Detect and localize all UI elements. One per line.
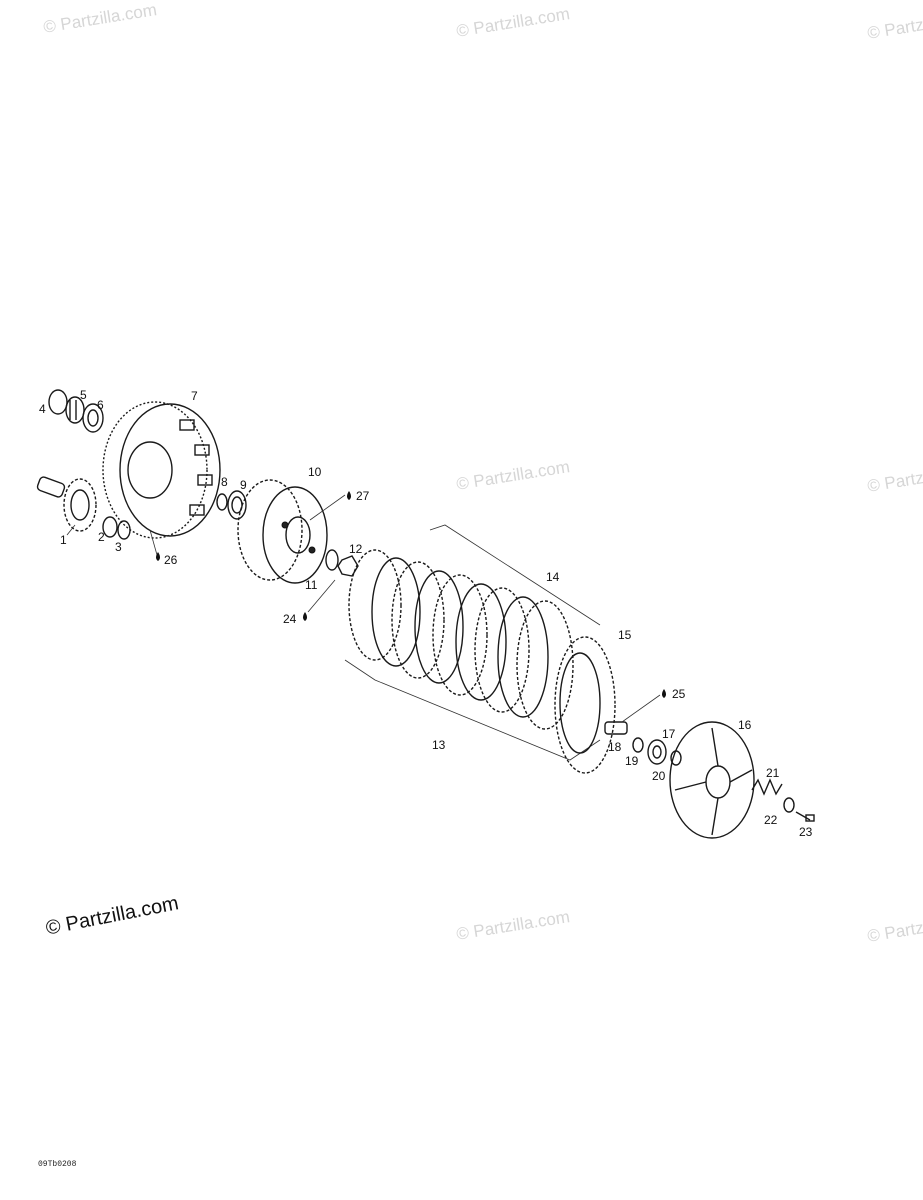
callout-10: 10 [308,465,322,479]
callout-19: 19 [625,754,639,768]
part-1-primary-gear[interactable] [63,478,97,532]
callout-27: 27 [356,489,370,503]
part-7-clutch-housing[interactable] [102,401,221,539]
callout-3: 3 [115,540,122,554]
shaft-stub [36,476,66,498]
callout-26: 26 [164,553,178,567]
callout-15: 15 [618,628,632,642]
plate-group-bracket [344,524,601,761]
part-15-pressure-plate[interactable] [554,636,616,774]
oil-drop-icon [347,491,351,500]
part-14-steel-plates[interactable] [371,557,549,718]
oil-drop-icon [303,612,307,621]
part-12-hub-nut[interactable] [337,555,359,577]
callout-6: 6 [97,398,104,412]
callout-9: 9 [240,478,247,492]
callout-25: 25 [672,687,686,701]
part-9-washer[interactable] [227,490,247,520]
callout-17: 17 [662,727,676,741]
document-code: 09Tb0208 [38,1160,77,1169]
part-11-lock-washer[interactable] [325,549,339,571]
oil-drop-icon [156,552,160,561]
part-16-cover-plate[interactable] [669,721,755,839]
part-23-bolt[interactable] [795,811,815,822]
leader-lines [66,494,661,723]
callout-2: 2 [98,530,105,544]
callout-20: 20 [652,769,666,783]
callout-14: 14 [546,570,560,584]
part-6-bushing[interactable] [82,403,104,433]
callout-13: 13 [432,738,446,752]
callout-24: 24 [283,612,297,626]
part-21-spring[interactable] [751,778,783,796]
callout-4: 4 [39,402,46,416]
callout-1: 1 [60,533,67,547]
oil-drop-icon [662,689,666,698]
callout-16: 16 [738,718,752,732]
part-8-thrust-washer[interactable] [216,493,228,511]
callout-7: 7 [191,389,198,403]
part-17-bearing[interactable] [647,739,667,765]
callout-11: 11 [305,578,318,592]
part-4-spacer[interactable] [48,389,68,415]
part-2-washer[interactable] [102,516,118,538]
part-18-pushrod[interactable] [604,721,628,735]
part-19-washer[interactable] [632,737,644,753]
callout-12: 12 [349,542,363,556]
callout-8: 8 [221,475,228,489]
part-13-friction-plates[interactable] [348,549,574,730]
callout-22: 22 [764,813,778,827]
callout-5: 5 [80,388,87,402]
callout-23: 23 [799,825,813,839]
callout-21: 21 [766,766,780,780]
part-22-spring-seat[interactable] [783,797,795,813]
part-10-clutch-hub[interactable] [237,479,328,584]
callout-18: 18 [608,740,622,754]
